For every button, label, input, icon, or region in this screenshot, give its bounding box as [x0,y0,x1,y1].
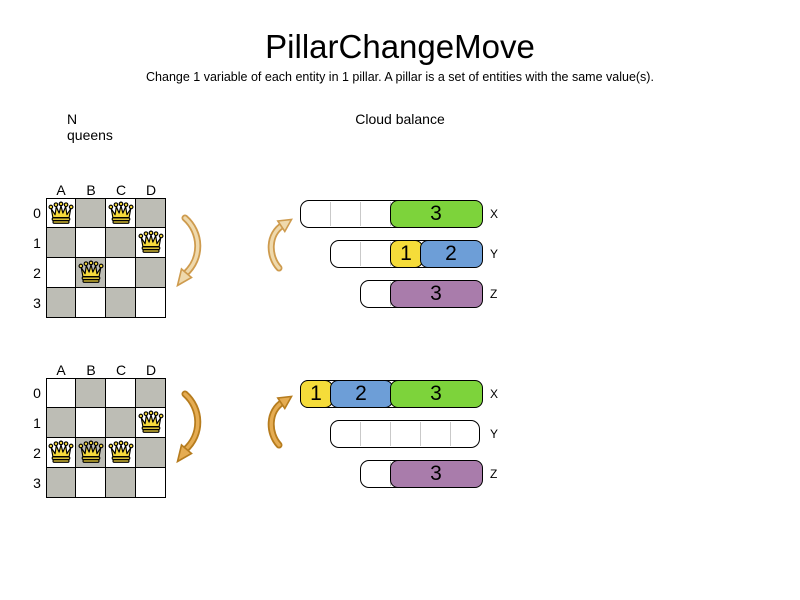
board-cell [46,438,76,468]
board-cell [76,438,106,468]
queen-icon [77,260,104,283]
bar-segment-divider [359,202,361,226]
board-cell [106,378,136,408]
board-cell [136,468,166,498]
board-column-label: C [115,181,127,198]
computer-label: Z [490,467,498,481]
board-column-label: A [56,361,66,378]
board-cell [106,468,136,498]
computer-bar: 3 [360,279,483,308]
computer-label: X [490,387,499,401]
board-column-label: B [86,361,96,378]
board-cell [106,258,136,288]
process-block: 1 [299,379,333,408]
nqueens-move-arrow-down-icon [176,214,202,288]
computer-label: Z [490,287,498,301]
computer-label: Y [490,247,499,261]
board-cell [76,228,106,258]
board-cell [136,228,166,258]
board-row-label: 1 [33,235,41,251]
page-subtitle: Change 1 variable of each entity in 1 pi… [146,70,654,84]
computer-bar: 3 [300,199,483,228]
computer-label: Y [490,427,499,441]
board-cell [46,288,76,318]
process-block: 1 [389,239,423,268]
nqueens-move-arrow-down-icon [176,390,202,464]
board-row-label: 0 [33,205,41,221]
board-row-label: 2 [33,445,41,461]
queen-icon [137,410,164,433]
process-block: 2 [419,239,483,268]
board-cell [76,408,106,438]
board-column-label: D [145,361,157,378]
board-column-label: A [56,181,66,198]
board-cell [76,258,106,288]
computer-bar: 3 [360,459,483,488]
bar-segment-divider [419,422,421,446]
board-cell [106,228,136,258]
process-block: 3 [389,279,483,308]
queen-icon [107,201,134,224]
queen-icon [48,440,74,463]
nqueens-board-before: A B C D 0 1 2 3 [28,181,166,318]
board-cell [136,198,166,228]
board-column-label: B [86,181,96,198]
board-cell [46,378,76,408]
board-corner [28,361,46,378]
section-label-nqueens: N queens [67,111,113,143]
nqueens-grid: A B C D 0 1 2 3 [28,181,166,318]
cloud-move-arrow-up-icon [267,218,293,272]
board-cell [46,408,76,438]
board-cell [76,198,106,228]
board-cell [76,288,106,318]
queen-icon [107,440,134,463]
cloud-move-arrow-up-icon [267,395,293,449]
queen-icon [137,230,164,253]
bar-segment-divider [359,242,361,266]
board-cell [46,198,76,228]
board-cell [106,408,136,438]
board-cell [106,288,136,318]
board-row-label: 3 [33,295,41,311]
board-cell [106,198,136,228]
queen-icon [77,440,104,463]
bar-segment-divider [389,422,391,446]
board-cell [76,378,106,408]
bar-segment-divider [329,202,331,226]
board-cell [46,258,76,288]
board-column-label: D [145,181,157,198]
section-label-cloud-balance: Cloud balance [355,111,445,127]
board-cell [136,258,166,288]
board-cell [136,438,166,468]
board-row-label: 1 [33,415,41,431]
nqueens-grid: A B C D 0 1 2 3 [28,361,166,498]
board-row-label: 3 [33,475,41,491]
board-cell [76,468,106,498]
board-cell [106,438,136,468]
board-cell [136,378,166,408]
board-cell [46,228,76,258]
bar-segment-divider [359,422,361,446]
bar-segment-divider [449,422,451,446]
queen-icon [48,201,74,224]
board-row-label: 2 [33,265,41,281]
nqueens-board-after: A B C D 0 1 2 3 [28,361,166,498]
process-block: 2 [329,379,393,408]
board-row-label: 0 [33,385,41,401]
process-block: 3 [389,199,483,228]
board-cell [136,408,166,438]
process-block: 3 [389,379,483,408]
board-cell [136,288,166,318]
board-corner [28,181,46,198]
computer-bar [330,420,480,448]
board-cell [46,468,76,498]
computer-label: X [490,207,499,221]
page-title: PillarChangeMove [265,28,535,65]
process-block: 3 [389,459,483,488]
board-column-label: C [115,361,127,378]
